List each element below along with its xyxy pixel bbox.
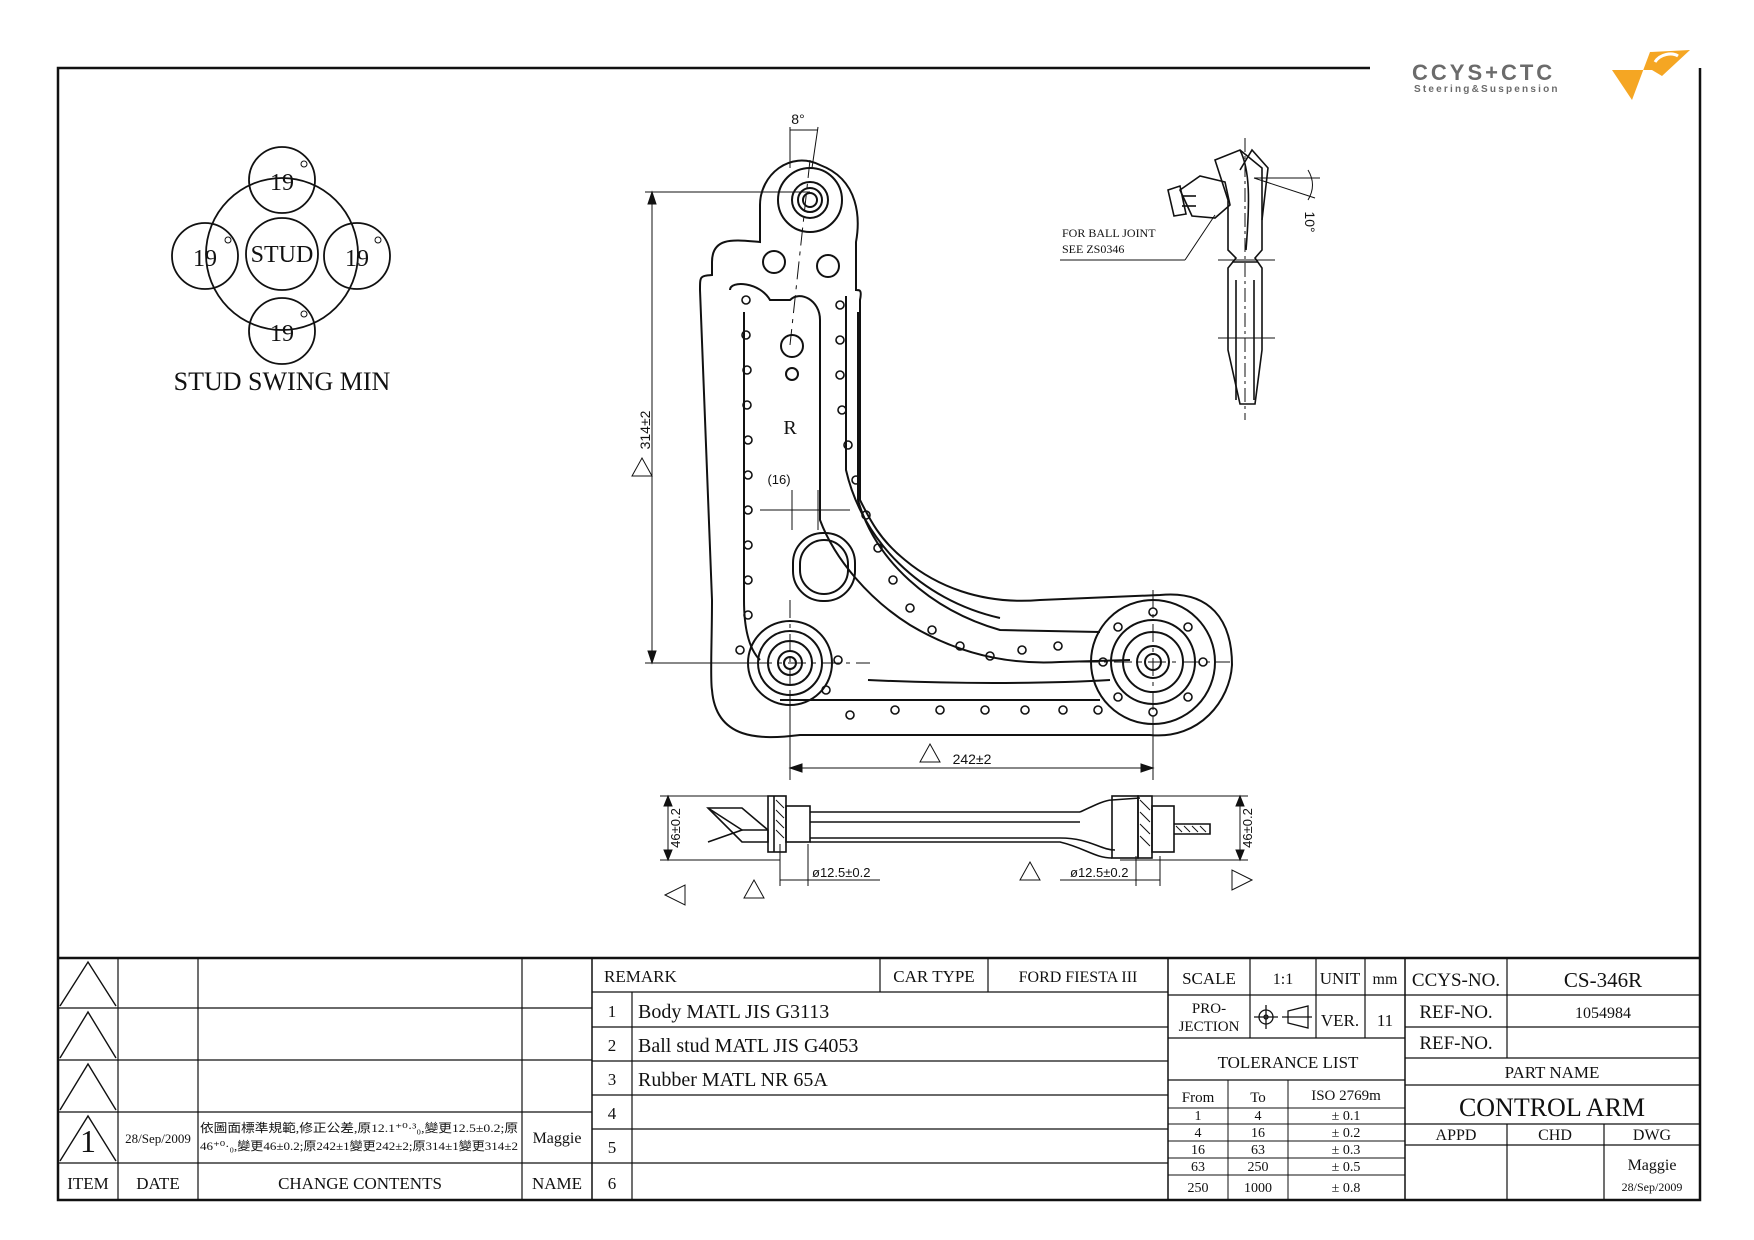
ref-no-value: 1054984 bbox=[1575, 1005, 1631, 1022]
tol-row-5-tol: ± 0.8 bbox=[1332, 1181, 1361, 1196]
remark-row-4-n: 4 bbox=[608, 1104, 617, 1123]
remark-row-5-n: 5 bbox=[608, 1138, 617, 1157]
revision-table: 1 28/Sep/2009 依圖面標準規範,修正公差,原12.1⁺⁰·³₀,變更… bbox=[67, 1120, 582, 1193]
tol-header-to: To bbox=[1250, 1090, 1266, 1106]
unit-value: mm bbox=[1373, 971, 1398, 988]
tol-row-4-to: 250 bbox=[1248, 1160, 1269, 1175]
ref-no-label-2: REF-NO. bbox=[1419, 1033, 1492, 1054]
swing-right-value: 19 bbox=[345, 246, 369, 272]
dim-letter-r: R bbox=[783, 417, 797, 439]
scale-value: 1:1 bbox=[1273, 971, 1293, 988]
dwg-date: 28/Sep/2009 bbox=[1622, 1180, 1683, 1194]
tol-row-3-to: 63 bbox=[1251, 1143, 1265, 1158]
drawing-border bbox=[56, 66, 1702, 1202]
header-item: ITEM bbox=[67, 1174, 109, 1193]
projection-label-1: PRO- bbox=[1192, 1001, 1226, 1017]
projection-label-2: JECTION bbox=[1179, 1019, 1240, 1035]
dwg-label: DWG bbox=[1633, 1127, 1672, 1144]
plan-dimensions bbox=[631, 126, 1155, 780]
part-name-value: CONTROL ARM bbox=[1459, 1093, 1645, 1122]
remark-row-3-text: Rubber MATL NR 65A bbox=[638, 1069, 828, 1091]
revision-item: 1 bbox=[80, 1123, 96, 1159]
header-name: NAME bbox=[532, 1174, 582, 1193]
remark-row-2-n: 2 bbox=[608, 1036, 617, 1055]
logo-tagline: Steering&Suspension bbox=[1414, 84, 1560, 95]
dwg-name: Maggie bbox=[1628, 1157, 1677, 1174]
dim-height: 314±2 bbox=[637, 410, 653, 449]
tol-row-2-from: 4 bbox=[1195, 1126, 1202, 1141]
remark-row-3-n: 3 bbox=[608, 1070, 617, 1089]
remark-row-1-text: Body MATL JIS G3113 bbox=[638, 1001, 829, 1023]
car-type-label: CAR TYPE bbox=[893, 967, 974, 986]
tol-row-2-tol: ± 0.2 bbox=[1332, 1126, 1361, 1141]
remark-table: REMARK CAR TYPE FORD FIESTA III 1 Body M… bbox=[604, 967, 1137, 1193]
chd-label: CHD bbox=[1538, 1127, 1572, 1144]
ver-label: VER. bbox=[1321, 1011, 1359, 1030]
control-arm-side-view bbox=[706, 795, 1211, 859]
remark-label: REMARK bbox=[604, 967, 677, 986]
car-type-value: FORD FIESTA III bbox=[1019, 969, 1138, 986]
side-dimensions bbox=[660, 794, 1254, 906]
scale-label: SCALE bbox=[1182, 969, 1236, 988]
swing-left-value: 19 bbox=[193, 246, 217, 272]
tol-header-from: From bbox=[1182, 1090, 1215, 1106]
ball-joint-note-line2: SEE ZS0346 bbox=[1062, 242, 1124, 256]
tolerance-title: TOLERANCE LIST bbox=[1218, 1053, 1359, 1072]
swing-bottom-value: 19 bbox=[270, 321, 294, 347]
ball-joint-note-line1: FOR BALL JOINT bbox=[1062, 226, 1156, 240]
control-arm-plan-view bbox=[698, 159, 1234, 740]
dim-dia-right: ø12.5±0.2 bbox=[1070, 865, 1128, 880]
ball-joint-detail bbox=[1060, 138, 1320, 420]
revision-name: Maggie bbox=[533, 1130, 582, 1147]
stud-swing-diagram: STUD 19 19 19 19 STUD SWING MIN bbox=[171, 146, 391, 396]
swing-center-label: STUD bbox=[251, 242, 314, 268]
title-block-grid bbox=[58, 956, 1700, 1200]
dim-angle-ball: 10° bbox=[1302, 211, 1318, 232]
logo-swoosh-icon bbox=[1612, 50, 1690, 100]
dim-thk-right: 46±0.2 bbox=[1240, 808, 1255, 848]
tol-row-3-tol: ± 0.3 bbox=[1332, 1143, 1361, 1158]
tol-row-1-to: 4 bbox=[1255, 1109, 1262, 1124]
appd-label: APPD bbox=[1436, 1127, 1477, 1144]
tol-row-1-from: 1 bbox=[1195, 1109, 1202, 1124]
unit-label: UNIT bbox=[1320, 969, 1361, 988]
title-info: CCYS-NO. CS-346R REF-NO. 1054984 REF-NO.… bbox=[1412, 968, 1682, 1194]
dim-span: 242±2 bbox=[953, 751, 992, 767]
ccys-no-label: CCYS-NO. bbox=[1412, 970, 1500, 991]
dim-angle-top: 8° bbox=[791, 111, 804, 127]
remark-row-6-n: 6 bbox=[608, 1174, 617, 1193]
ver-value: 11 bbox=[1377, 1011, 1393, 1030]
swing-title: STUD SWING MIN bbox=[174, 367, 391, 396]
company-logo: CCYS+CTC Steering&Suspension bbox=[1412, 50, 1690, 100]
dim-dia-left: ø12.5±0.2 bbox=[812, 865, 870, 880]
tol-header-iso: ISO 2769m bbox=[1311, 1088, 1381, 1104]
revision-date: 28/Sep/2009 bbox=[125, 1131, 191, 1146]
header-date: DATE bbox=[136, 1174, 179, 1193]
ccys-no-value: CS-346R bbox=[1564, 968, 1642, 992]
revision-change-line1: 依圖面標準規範,修正公差,原12.1⁺⁰·³₀,變更12.5±0.2;原 bbox=[200, 1120, 518, 1135]
tol-row-4-from: 63 bbox=[1191, 1160, 1205, 1175]
dim-thk-left: 46±0.2 bbox=[668, 808, 683, 848]
part-name-label: PART NAME bbox=[1505, 1063, 1600, 1082]
tol-row-5-from: 250 bbox=[1188, 1181, 1209, 1196]
projection-symbol-icon bbox=[1254, 1005, 1312, 1029]
revision-change-line2: 46⁺⁰·₀,變更46±0.2;原242±1變更242±2;原314±1變更31… bbox=[200, 1138, 518, 1153]
tol-row-4-tol: ± 0.5 bbox=[1332, 1160, 1361, 1175]
tol-row-1-tol: ± 0.1 bbox=[1332, 1109, 1361, 1124]
header-change: CHANGE CONTENTS bbox=[278, 1174, 442, 1193]
ref-no-label: REF-NO. bbox=[1419, 1002, 1492, 1023]
swing-top-value: 19 bbox=[270, 170, 294, 196]
remark-row-1-n: 1 bbox=[608, 1002, 617, 1021]
spec-table: SCALE 1:1 UNIT mm PRO- JECTION VER. 11 T… bbox=[1179, 969, 1398, 1196]
dim-width16: (16) bbox=[767, 472, 790, 487]
tol-row-5-to: 1000 bbox=[1244, 1181, 1272, 1196]
remark-row-2-text: Ball stud MATL JIS G4053 bbox=[638, 1035, 858, 1057]
tol-row-3-from: 16 bbox=[1191, 1143, 1205, 1158]
logo-brand: CCYS+CTC bbox=[1412, 60, 1555, 85]
tol-row-2-to: 16 bbox=[1251, 1126, 1265, 1141]
